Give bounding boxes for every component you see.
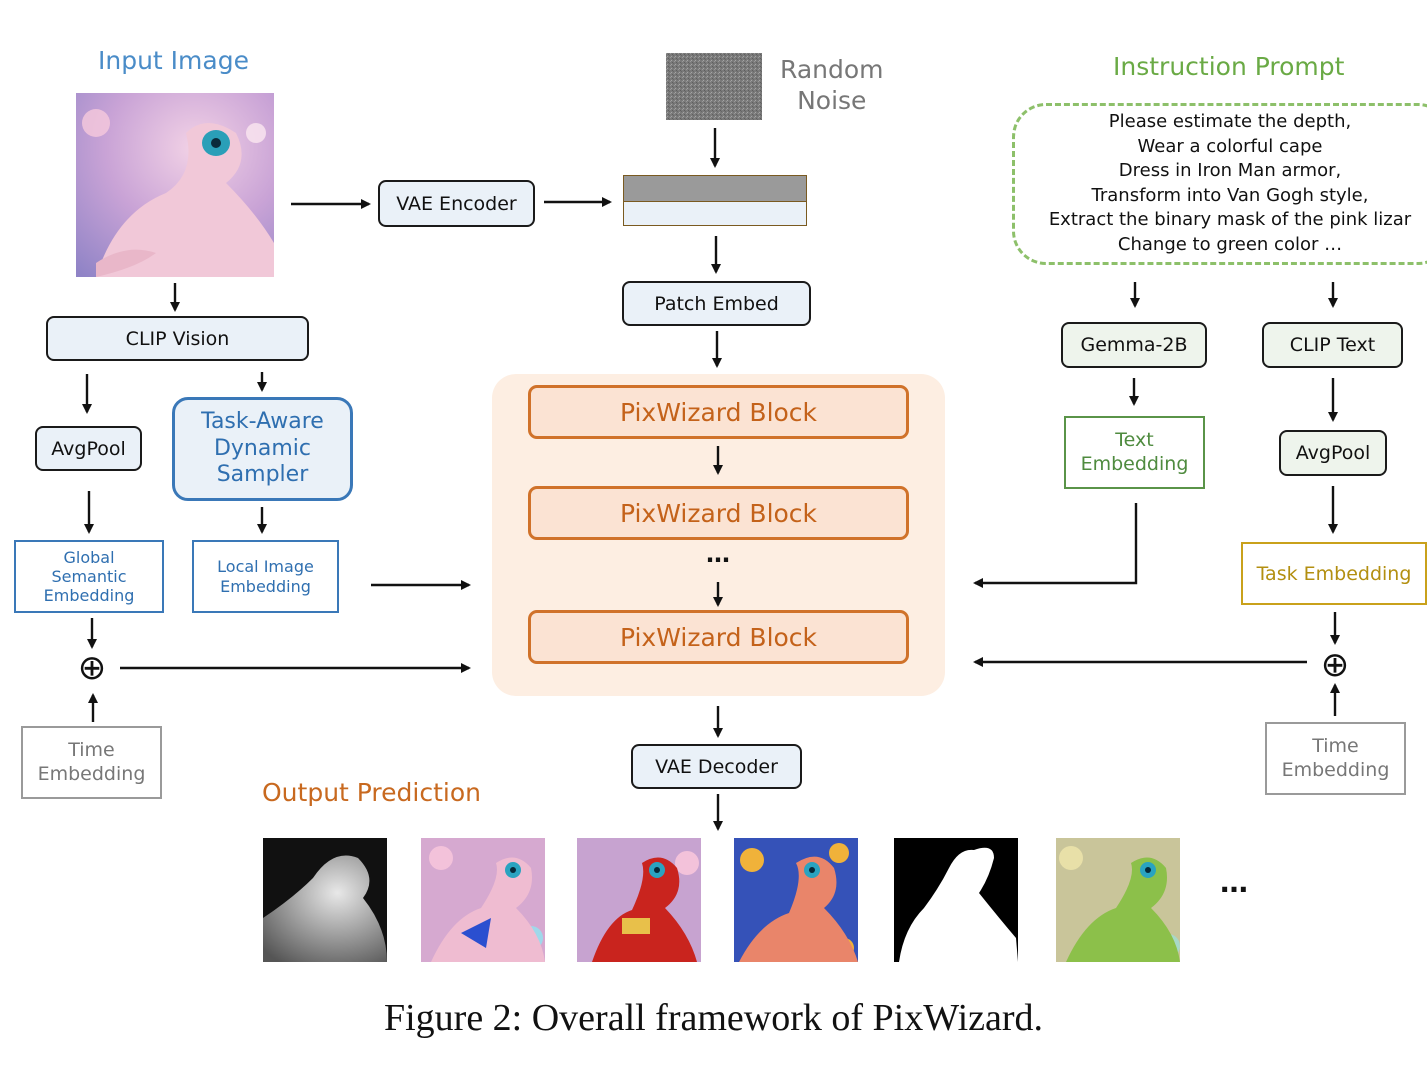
text-embedding-box: Text Embedding: [1064, 416, 1205, 489]
clip-text-box: CLIP Text: [1262, 322, 1403, 368]
image-latent-bar: [623, 201, 807, 226]
local-image-embedding-box: Local Image Embedding: [192, 540, 339, 613]
pixwizard-block-3: PixWizard Block: [528, 610, 909, 664]
pixwizard-block-2: PixWizard Block: [528, 486, 909, 540]
iron-man-lizard-image: [577, 838, 701, 962]
depth-map-image: [263, 838, 387, 962]
task-aware-sampler-box: Task-Aware Dynamic Sampler: [172, 397, 353, 501]
gemma-box: Gemma-2B: [1061, 322, 1207, 368]
oplus-left-symbol: ⊕: [77, 648, 107, 688]
patch-embed-box: Patch Embed: [622, 281, 811, 326]
output-ellipsis: …: [1220, 866, 1248, 899]
time-embedding-right-box: Time Embedding: [1265, 722, 1406, 795]
vae-decoder-box: VAE Decoder: [631, 744, 802, 789]
prompt-text: Please estimate the depth, Wear a colorf…: [1020, 110, 1427, 258]
noise-image: [666, 53, 762, 120]
figure-caption: Figure 2: Overall framework of PixWizard…: [383, 997, 1044, 1039]
avgpool-left-box: AvgPool: [35, 426, 142, 471]
prompt-line: Please estimate the depth,: [1108, 111, 1352, 132]
caped-lizard-image: [421, 838, 545, 962]
clip-vision-box: CLIP Vision: [46, 316, 309, 361]
avgpool-right-box: AvgPool: [1279, 430, 1387, 476]
prompt-line: Transform into Van Gogh style,: [1091, 184, 1369, 206]
green-lizard-image: [1056, 838, 1180, 962]
instruction-prompt-box: [1012, 103, 1427, 265]
prompt-line: Dress in Iron Man armor,: [1118, 160, 1342, 182]
output-prediction-title: Output Prediction: [262, 778, 481, 807]
instruction-prompt-title: Instruction Prompt: [1113, 52, 1345, 81]
input-image-title: Input Image: [98, 46, 249, 75]
arrow: [973, 503, 1138, 588]
task-embedding-box: Task Embedding: [1241, 542, 1427, 605]
time-embedding-left-box: Time Embedding: [21, 726, 162, 799]
prompt-line: Wear a colorful cape: [1137, 135, 1323, 157]
vae-encoder-box: VAE Encoder: [378, 180, 535, 227]
oplus-right-symbol: ⊕: [1320, 645, 1350, 685]
random-noise-title: Random Noise: [780, 55, 884, 116]
prompt-line: Extract the binary mask of the pink liza…: [1048, 209, 1412, 231]
prompt-line: Change to green color …: [1117, 233, 1343, 255]
pixwizard-block-1: PixWizard Block: [528, 385, 909, 439]
van-gogh-lizard-image: [734, 838, 858, 962]
block-ellipsis: …: [706, 540, 730, 568]
global-semantic-embedding-box: Global Semantic Embedding: [14, 540, 164, 613]
binary-mask-image: [894, 838, 1018, 962]
pink-lizard-image: [76, 93, 274, 277]
